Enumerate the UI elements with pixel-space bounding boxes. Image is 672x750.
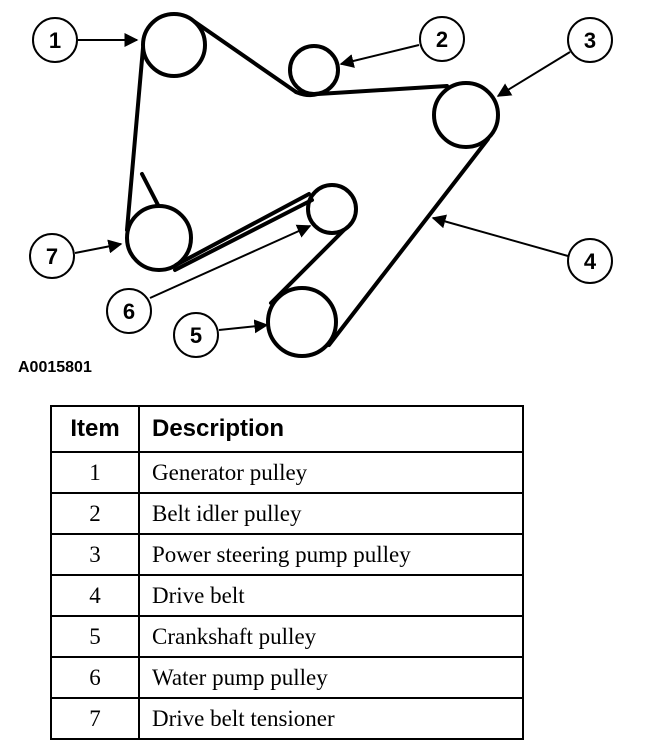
leader-arrow-5	[218, 319, 269, 334]
table-row: 2 Belt idler pulley	[50, 492, 524, 535]
header-item: Item	[50, 405, 140, 453]
table-row: 7 Drive belt tensioner	[50, 697, 524, 740]
callout-label: 6	[123, 299, 135, 324]
item-number: 5	[50, 615, 140, 658]
header-description: Description	[138, 405, 524, 453]
callout-1: 1	[32, 17, 78, 63]
callout-label: 3	[584, 28, 596, 53]
belt-idler-pulley	[288, 44, 340, 96]
item-description: Drive belt tensioner	[138, 697, 524, 740]
callout-6: 6	[106, 288, 152, 334]
callout-label: 5	[190, 323, 202, 348]
belt-routing-diagram: 1 2 3 4 5 6 7 A0015801	[18, 12, 613, 376]
table-row: 4 Drive belt	[50, 574, 524, 617]
drive-belt	[125, 20, 490, 347]
callout-3: 3	[567, 17, 613, 63]
table-row: 6 Water pump pulley	[50, 656, 524, 699]
leader-arrow-4	[431, 214, 569, 257]
leader-arrow-3	[496, 51, 571, 97]
item-number: 6	[50, 656, 140, 699]
item-number: 4	[50, 574, 140, 617]
leader-arrow-2	[339, 44, 420, 68]
item-description: Crankshaft pulley	[138, 615, 524, 658]
item-description: Power steering pump pulley	[138, 533, 524, 576]
water-pump-pulley	[306, 183, 358, 235]
callout-label: 1	[49, 28, 61, 53]
callout-label: 4	[584, 249, 597, 274]
leader-arrow-6	[149, 224, 312, 299]
callout-label: 7	[46, 244, 58, 269]
callout-2: 2	[419, 16, 465, 62]
table-row: 3 Power steering pump pulley	[50, 533, 524, 576]
callout-7: 7	[29, 233, 75, 279]
power-steering-pump-pulley	[432, 81, 500, 149]
table-row: 5 Crankshaft pulley	[50, 615, 524, 658]
item-description: Drive belt	[138, 574, 524, 617]
item-number: 1	[50, 451, 140, 494]
item-description: Belt idler pulley	[138, 492, 524, 535]
figure-id: A0015801	[18, 359, 92, 376]
callout-5: 5	[173, 312, 219, 358]
callout-label: 2	[436, 27, 448, 52]
generator-pulley	[141, 12, 207, 78]
leader-arrow-7	[74, 239, 123, 254]
item-description: Generator pulley	[138, 451, 524, 494]
table-row: 1 Generator pulley	[50, 451, 524, 494]
item-number: 2	[50, 492, 140, 535]
legend-table: Item Description 1 Generator pulley 2 Be…	[50, 405, 524, 740]
callout-4: 4	[567, 238, 613, 284]
item-number: 3	[50, 533, 140, 576]
table-header-row: Item Description	[50, 405, 524, 453]
item-description: Water pump pulley	[138, 656, 524, 699]
item-number: 7	[50, 697, 140, 740]
